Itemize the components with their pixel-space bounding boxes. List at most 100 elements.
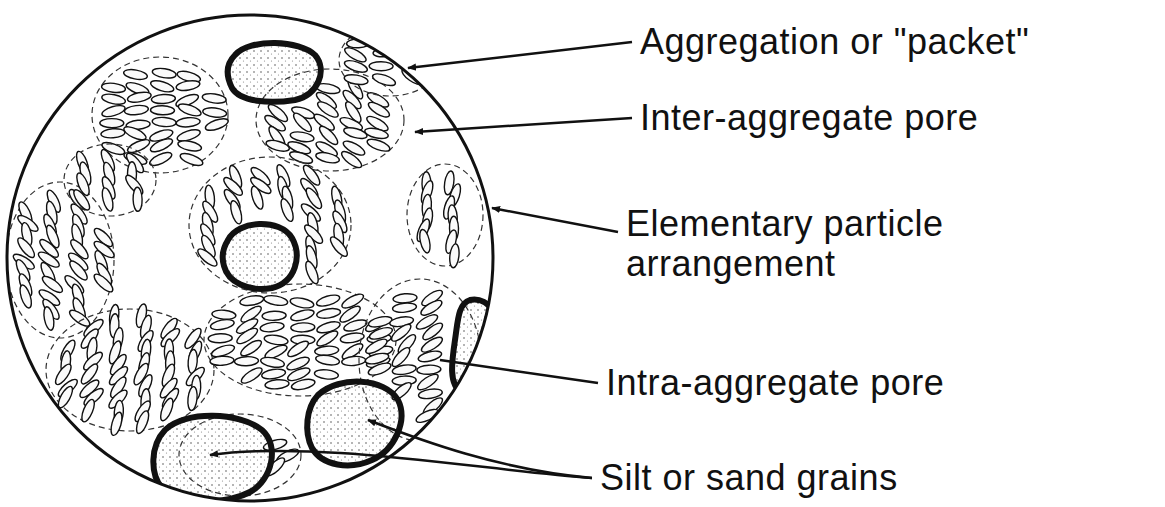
clay-particle	[210, 356, 235, 367]
clay-particle	[314, 369, 339, 381]
clay-particle	[392, 302, 417, 314]
clay-particle	[149, 79, 175, 95]
clay-particle	[265, 138, 291, 153]
clay-particle	[364, 126, 389, 140]
clay-particle	[204, 116, 230, 132]
clay-particle	[367, 315, 392, 329]
clay-particle	[123, 68, 148, 81]
silt-grains	[153, 43, 501, 501]
clay-particle	[279, 197, 296, 223]
clay-particle	[133, 187, 143, 211]
clay-particle	[265, 379, 290, 390]
aggregate-outline	[46, 309, 214, 431]
label-text: Aggregation or "packet"	[640, 22, 1029, 62]
clay-particle	[286, 338, 311, 359]
aggregate-outline	[92, 57, 228, 173]
clay-particle	[124, 104, 149, 116]
clay-particle	[101, 82, 126, 94]
clay-particle	[202, 107, 227, 119]
clay-particle	[127, 90, 152, 104]
clay-particle	[260, 321, 285, 333]
clay-particle	[239, 365, 264, 386]
clay-particle	[134, 409, 151, 435]
clay-particle	[187, 386, 198, 411]
clay-particle	[392, 363, 417, 376]
clay-particle	[249, 185, 265, 211]
clay-particle	[291, 322, 315, 332]
clay-particle	[177, 102, 203, 119]
clay-particle	[177, 139, 202, 153]
aggregate-outline	[407, 164, 483, 266]
clay-particle	[290, 377, 315, 391]
clay-particle	[421, 48, 446, 62]
clay-particle	[152, 67, 177, 80]
view-circle	[7, 15, 493, 501]
clay-particle	[260, 356, 285, 369]
clay-particle	[315, 293, 341, 308]
clay-particle	[344, 73, 369, 86]
clay-particle	[79, 398, 97, 424]
clay-particle	[314, 345, 339, 356]
clay-particle	[101, 128, 126, 139]
clay-particle	[202, 92, 227, 104]
clay-particle	[239, 294, 264, 307]
clay-particle	[195, 246, 219, 269]
clay-particle	[18, 284, 34, 310]
clay-particle	[289, 296, 314, 309]
clay-particle	[417, 349, 442, 364]
clay-particle	[264, 334, 289, 346]
clay-particle	[398, 47, 423, 61]
clay-particle	[263, 294, 288, 307]
clay-particle	[399, 39, 423, 49]
silt-grain	[223, 224, 297, 289]
clay-particle	[42, 306, 55, 331]
aggregate-outline	[6, 182, 114, 338]
label-text: Elementary particle arrangement	[626, 204, 1046, 284]
clay-particle	[158, 397, 175, 423]
clay-particle	[239, 338, 264, 359]
silt-grain	[228, 43, 321, 102]
clay-particle	[417, 365, 441, 375]
clay-particle	[303, 260, 321, 286]
clay-particle	[369, 62, 393, 71]
clay-particle	[100, 187, 115, 213]
clay-particle	[291, 111, 314, 135]
clay-particle	[109, 411, 124, 437]
clay-particle	[366, 137, 392, 154]
clay-particle	[393, 293, 418, 304]
clay-particle	[315, 151, 340, 165]
clay-particle	[67, 308, 92, 329]
clay-particle	[445, 400, 469, 409]
clay-particle	[371, 72, 397, 88]
clay-particle	[449, 243, 461, 268]
clay-particle	[261, 368, 286, 381]
clay-particle	[315, 354, 340, 367]
clay-particle	[175, 79, 200, 92]
clay-particle	[212, 309, 237, 320]
aggregate-outline	[204, 284, 396, 396]
clay-particle	[150, 105, 174, 115]
clay-particle	[179, 151, 205, 168]
clay-particle	[234, 356, 258, 366]
label-text: Inter-aggregate pore	[640, 98, 978, 138]
clay-particle	[290, 308, 316, 323]
clay-particle	[262, 311, 286, 321]
clay-particle	[101, 92, 126, 106]
clay-particle	[176, 117, 201, 128]
clay-particle	[208, 333, 232, 343]
aggregate-outline	[64, 144, 156, 216]
clay-particle	[71, 188, 92, 213]
clay-particle	[152, 117, 177, 128]
clay-particle	[339, 149, 364, 171]
label-text: Intra-aggregate pore	[606, 363, 944, 403]
clay-particle	[328, 234, 350, 258]
clay-particle	[343, 58, 369, 74]
aggregate-outline	[189, 157, 351, 293]
clay-particle	[316, 307, 341, 320]
clay-particle	[341, 355, 366, 366]
clay-particle	[367, 361, 393, 378]
clay-particle	[288, 149, 314, 165]
clay-particle	[343, 318, 369, 334]
clay-particle	[100, 119, 124, 128]
